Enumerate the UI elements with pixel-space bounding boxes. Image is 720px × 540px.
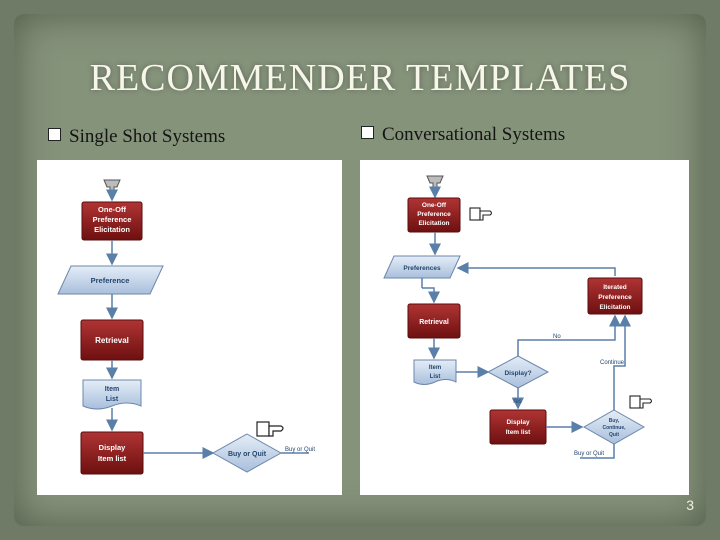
exit-label: Buy or Quit	[285, 447, 315, 453]
continue-label: Continue	[600, 360, 625, 366]
single-shot-diagram: One-Off Preference Elicitation Preferenc…	[37, 160, 342, 495]
display-line-2: Item list	[98, 454, 127, 463]
display-line-2: Item list	[506, 429, 531, 436]
buy-or-quit-decision: Buy or Quit	[211, 433, 283, 473]
decision-label: Buy or Quit	[228, 451, 267, 458]
conversational-flowchart: One-Off Preference Elicitation Preferenc…	[383, 175, 653, 459]
single-shot-flowchart: One-Off Preference Elicitation Preferenc…	[57, 179, 315, 475]
decision-line-1: Buy,	[609, 418, 620, 424]
pointing-hand-icon	[469, 207, 493, 221]
elicitation-line-1: One-Off	[422, 202, 447, 209]
item-list-line-1: Item	[105, 386, 119, 393]
item-list-doc: Item List	[82, 379, 142, 410]
item-list-line-2: List	[430, 374, 441, 380]
iterated-line-1: Iterated	[603, 284, 627, 291]
retrieval-box: Retrieval	[407, 303, 461, 339]
one-off-elicitation-box: One-Off Preference Elicitation	[407, 197, 461, 233]
decision-line-3: Quit	[609, 432, 619, 438]
elicitation-line-3: Elicitation	[94, 225, 130, 234]
page-number: 3	[686, 497, 694, 513]
display-item-list-box: Display Item list	[80, 431, 144, 475]
conversational-diagram: One-Off Preference Elicitation Preferenc…	[360, 160, 689, 495]
item-list-line-2: List	[106, 396, 119, 403]
retrieval-label: Retrieval	[419, 319, 449, 326]
display-decision-label: Display?	[504, 370, 531, 377]
display-line-1: Display	[99, 443, 127, 452]
preference-data: Preference	[57, 265, 164, 295]
elicitation-line-2: Preference	[93, 215, 132, 224]
display-item-list-box: Display Item list	[489, 409, 547, 445]
iterated-elicitation-box: Iterated Preference Elicitation	[587, 277, 643, 315]
bullet-label: Single Shot Systems	[69, 126, 226, 147]
elicitation-line-3: Elicitation	[418, 220, 449, 227]
no-label: No	[553, 334, 561, 340]
yes-label: Yes	[512, 399, 522, 405]
retrieval-box: Retrieval	[80, 319, 144, 361]
bullet-conversational: Conversational Systems	[361, 124, 565, 146]
one-off-elicitation-box: One-Off Preference Elicitation	[81, 201, 143, 241]
exit-label: Buy or Quit	[574, 451, 604, 457]
bullet-single-shot: Single Shot Systems	[48, 126, 225, 148]
item-list-line-1: Item	[429, 365, 441, 371]
bullet-box-icon	[361, 126, 374, 139]
elicitation-line-1: One-Off	[98, 205, 126, 214]
iterated-line-2: Preference	[598, 294, 632, 301]
display-line-1: Display	[506, 419, 530, 426]
buy-continue-quit-decision: Buy, Continue, Quit	[582, 409, 646, 445]
decision-line-2: Continue,	[602, 425, 626, 431]
retrieval-label: Retrieval	[95, 336, 129, 345]
elicitation-line-2: Preference	[417, 211, 451, 218]
display-decision: Display?	[486, 355, 550, 389]
preferences-data: Preferences	[383, 255, 461, 279]
bullet-label: Conversational Systems	[382, 124, 566, 145]
slide-title: RECOMMENDER TEMPLATES	[89, 57, 631, 99]
pointing-hand-icon	[256, 421, 284, 437]
preferences-label: Preferences	[403, 265, 441, 272]
bullet-box-icon	[48, 128, 61, 141]
pointing-hand-icon	[629, 395, 653, 409]
preference-label: Preference	[91, 276, 130, 285]
user-icon	[103, 179, 121, 195]
user-icon	[426, 175, 444, 191]
item-list-doc: Item List	[413, 359, 457, 385]
iterated-line-3: Elicitation	[599, 304, 630, 311]
